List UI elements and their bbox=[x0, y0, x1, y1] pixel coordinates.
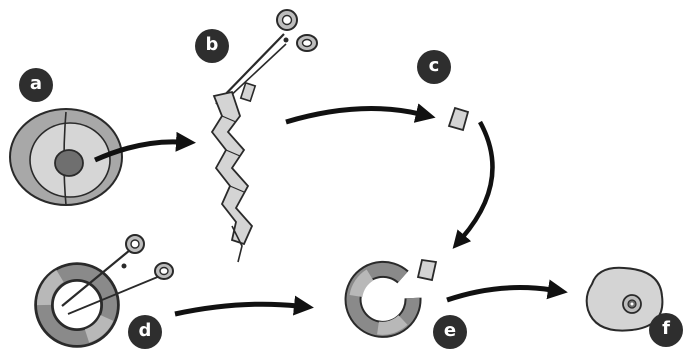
arrow-c-to-e bbox=[452, 120, 495, 249]
arrow-d-to-e bbox=[174, 295, 314, 317]
arrow-b-to-c bbox=[285, 103, 436, 125]
result-blob-f bbox=[585, 266, 664, 332]
cut-ribbon-strip bbox=[210, 81, 257, 263]
arrow-e-to-f bbox=[446, 279, 568, 303]
step-label-d: d bbox=[128, 315, 162, 349]
scissors-icon bbox=[61, 234, 174, 315]
step-label-a: a bbox=[19, 68, 53, 102]
arrow-a-to-b bbox=[93, 131, 196, 163]
step-label-b: b bbox=[195, 29, 229, 63]
segmented-ring-d bbox=[34, 262, 120, 348]
whole-fruit-illustration bbox=[9, 108, 123, 206]
step-label-e: e bbox=[433, 315, 467, 349]
open-ring-e bbox=[344, 258, 438, 338]
step-label-f: f bbox=[649, 313, 683, 347]
scissors-icon bbox=[215, 9, 318, 105]
cut-piece-c bbox=[447, 106, 470, 132]
step-label-c: c bbox=[417, 50, 451, 84]
